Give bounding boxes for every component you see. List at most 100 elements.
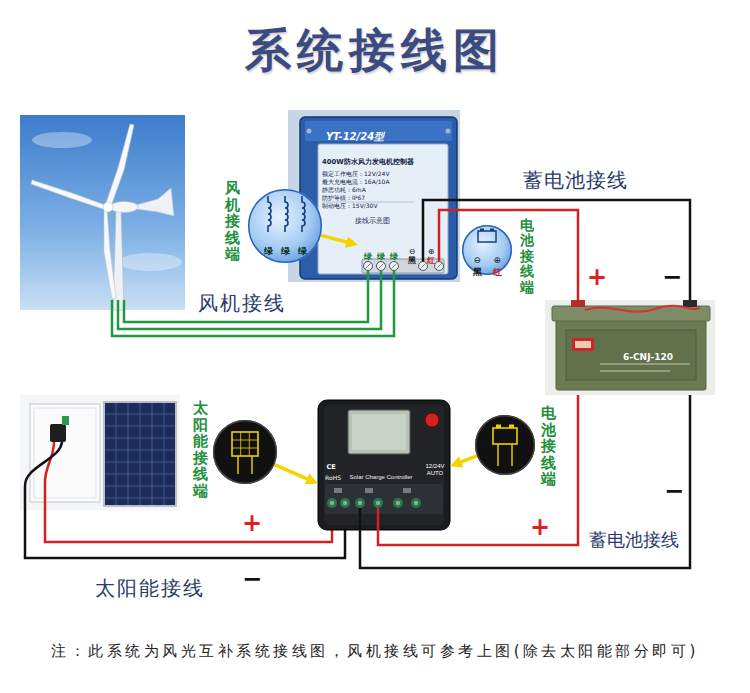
- terminal-callout: 电池接线端⊖⊕黑红: [462, 225, 512, 275]
- solar-wires: [25, 442, 345, 558]
- solar-controller-photo: [327, 498, 337, 508]
- cert-mark: CE: [326, 464, 335, 471]
- wind-controller: YT-12/24型400W防水风力发电机控制器额定工作电压：12V/24V最大充…: [288, 110, 460, 282]
- product-name: 400W防水风力发电机控制器: [322, 159, 414, 167]
- wire-color: 黑: [473, 268, 482, 278]
- callout-outline: [462, 225, 512, 275]
- battery-photo: [585, 306, 700, 312]
- spec-line: 制动电压：15V/30V: [322, 203, 378, 210]
- battery-photo: [683, 300, 697, 307]
- wire-color: 绿: [298, 246, 307, 256]
- wind-turbine-photo: [136, 188, 174, 216]
- battery-photo: [545, 300, 715, 395]
- callout-outline: [476, 416, 535, 475]
- terminal-callout: 太阳能接线端: [213, 420, 277, 484]
- wind-turbine-photo: [104, 209, 116, 299]
- wind-turbine-photo: [31, 180, 106, 210]
- battery-terminal-callout: [496, 425, 501, 429]
- battery-terminal-callout: [475, 415, 535, 475]
- battery-photo: [600, 363, 690, 365]
- diagram-title: 系统接线图: [245, 24, 505, 77]
- battery-terminal-callout: [509, 425, 514, 429]
- wind-controller-photo: [288, 110, 460, 282]
- callout-heading: 电池接线端: [541, 405, 556, 488]
- product-name: Solar Charge Controller: [349, 474, 412, 481]
- spec-line: 防护等级：IP67: [322, 195, 365, 202]
- polarity-sign: ⊖: [409, 247, 416, 256]
- pointer-arrow: [274, 465, 312, 481]
- battery-terminal-callout: [498, 444, 512, 466]
- callout-outline: [213, 420, 277, 484]
- battery-photo: [552, 306, 710, 321]
- solar-panel-photo: [34, 408, 96, 498]
- solar-controller-photo: [393, 498, 403, 508]
- solar-controller-photo: [352, 414, 406, 450]
- solar-panel-photo: [50, 424, 66, 442]
- callout-outline: [463, 226, 512, 275]
- wire: [460, 200, 690, 300]
- solar-controller-photo: [425, 413, 439, 427]
- polarity-sign: ⊕: [428, 247, 435, 256]
- solar-panel-photo: [105, 403, 175, 505]
- battery-terminal-callout: [462, 225, 512, 275]
- wind-turbine-photo: [103, 202, 113, 212]
- polarity-sign: ⊖: [473, 256, 480, 266]
- terminal-callout: 风机接线端绿绿绿: [248, 189, 322, 263]
- wire-color: 黑: [408, 256, 416, 265]
- solar-controller-photo: [358, 501, 362, 505]
- callout-heading: 太阳能接线端: [193, 400, 208, 499]
- wire-label: 蓄电池接线: [523, 169, 628, 192]
- battery-photo: [566, 330, 696, 380]
- polarity-sign: ⊕: [493, 256, 500, 266]
- battery-photo: [600, 370, 670, 372]
- solar-controller-photo: [414, 501, 418, 505]
- wind-controller-photo: [300, 117, 457, 279]
- wind-controller-photo: [439, 210, 460, 262]
- battery: 6-CNJ-120: [545, 300, 715, 395]
- callout-outline: [214, 421, 277, 484]
- cert-mark: RoHS: [325, 475, 341, 482]
- solar-controller-photo: [340, 498, 350, 508]
- generator-wires: [112, 271, 394, 337]
- solar-terminal-callout: [232, 432, 258, 456]
- callout-heading: 电池接线端: [520, 218, 534, 295]
- wind-controller-photo: [423, 200, 460, 262]
- wind-turbine-photo: [110, 202, 138, 213]
- generator-wires: [124, 271, 368, 323]
- generator-wires: [112, 271, 394, 337]
- generator-terminal-callout: [285, 196, 288, 232]
- footnote: 注：此系统为风光互补系统接线图，风机接线可参考上图(除去太阳能部分即可): [51, 643, 699, 660]
- spec-line: 额定工作电压：12V/24V: [322, 171, 390, 178]
- generator-terminal-callout: [248, 189, 322, 263]
- solar-controller-photo: [330, 501, 334, 505]
- terminal-block: 绿绿绿⊖⊕黑红: [358, 238, 450, 276]
- wire-color: 红: [427, 256, 435, 265]
- solar-terminal-callout: [213, 420, 277, 484]
- battery-terminal-callout: [480, 229, 484, 232]
- solar-controller-photo: [377, 508, 380, 530]
- solar-controller-photo: [396, 501, 400, 505]
- spec-line: 静态功耗：6mA: [322, 187, 366, 194]
- solar-controller: CE RoHS Solar Charge Controller 12/24V AUTO: [318, 400, 450, 530]
- battery-photo: [572, 338, 594, 351]
- pointer-arrow: [321, 235, 352, 243]
- wind-turbine-photo: [106, 124, 134, 206]
- polarity-sign: +: [530, 514, 550, 542]
- solar-controller-photo: [365, 488, 373, 493]
- wind-controller-photo: [446, 129, 451, 134]
- solar-panel-photo: [62, 416, 69, 425]
- solar-terminal-callout: [213, 420, 277, 484]
- battery-terminal-callout: [462, 225, 512, 275]
- battery-terminal-callout: [478, 231, 496, 242]
- voltage-mark: 12/24V AUTO: [423, 463, 447, 477]
- wire-group-label: 风机接线: [198, 292, 286, 315]
- generator-terminal-callout: [302, 196, 305, 232]
- spec-line: 最大充电电流：16A/10A: [322, 179, 390, 186]
- solar-wires: [25, 442, 345, 558]
- battery-photo: [575, 341, 591, 348]
- wire: [360, 395, 690, 568]
- wire-color: 绿: [281, 246, 290, 256]
- battery-photo: [545, 300, 715, 395]
- callout-outline: [475, 415, 535, 475]
